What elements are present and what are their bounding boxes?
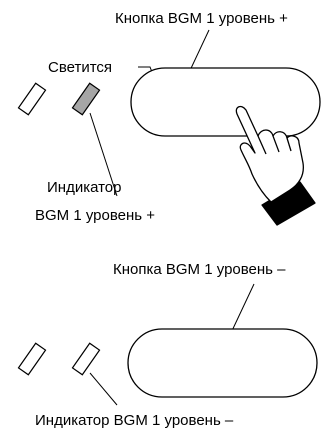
bottom-unlit-indicator: [71, 342, 101, 376]
top-indicator-label-line1: Индикатор: [47, 179, 122, 196]
top-lit-indicator: [71, 82, 101, 116]
bottom-indicator-label: Индикатор BGM 1 уровень –: [35, 412, 234, 429]
top-indicator-label-line2: BGM 1 уровень +: [35, 207, 155, 224]
top-indicator-leader-line: [89, 112, 118, 197]
bottom-left-indicator: [17, 342, 47, 376]
pointing-hand-icon: [235, 105, 316, 226]
lit-label: Светится: [48, 59, 112, 76]
top-button-label: Кнопка BGM 1 уровень +: [115, 10, 288, 27]
bgm-level-minus-button[interactable]: [127, 328, 318, 398]
bottom-button-label: Кнопка BGM 1 уровень –: [113, 261, 286, 278]
bgm-level-plus-button[interactable]: [130, 67, 321, 137]
top-left-indicator: [17, 82, 47, 116]
bottom-indicator-leader-line: [89, 372, 118, 406]
